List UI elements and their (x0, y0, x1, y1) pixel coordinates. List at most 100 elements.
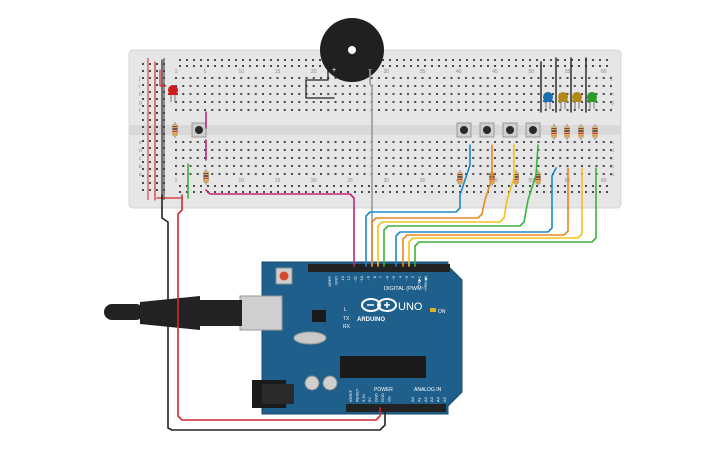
resistor-button-1[interactable] (457, 170, 463, 186)
column-label-bottom: 35 (420, 178, 426, 184)
column-label-top: 30 (383, 69, 389, 75)
crystal-oscillator (293, 331, 327, 345)
row-label: f (139, 108, 141, 114)
arduino-model-text: UNO (398, 301, 423, 313)
column-label-top: 20 (311, 69, 317, 75)
column-label-bottom: 45 (492, 178, 498, 184)
wire-power-rail[interactable] (154, 61, 183, 201)
usb-cable-icon[interactable] (104, 295, 283, 331)
on-label: ON (438, 309, 446, 315)
power-jack-icon[interactable] (252, 380, 294, 408)
capacitor-2 (322, 375, 338, 391)
column-label-top: 10 (238, 69, 244, 75)
led-red[interactable] (168, 85, 178, 102)
led-blue[interactable] (543, 92, 553, 109)
usb-chip (312, 310, 326, 322)
analog-pin-label: A4 (436, 396, 441, 402)
row-label: d (139, 148, 142, 154)
digital-pin-label: ~5 (391, 275, 396, 280)
push-button-1[interactable] (456, 122, 472, 138)
column-label-top: 60 (601, 69, 607, 75)
push-button-3[interactable] (502, 122, 518, 138)
column-label-top: 1 (175, 69, 178, 75)
column-label-bottom: 1 (175, 178, 178, 184)
tx-label: TX (343, 316, 350, 322)
row-label: e (611, 140, 614, 146)
piezo-buzzer[interactable]: + − (320, 18, 384, 82)
reset-button-icon[interactable] (275, 267, 293, 285)
push-button-4[interactable] (525, 122, 541, 138)
resistor-led-4[interactable] (592, 124, 598, 140)
analog-pin-label: A1 (416, 396, 421, 402)
wire-button-4[interactable] (383, 144, 539, 267)
power-pin-label: 5V (367, 397, 372, 402)
infinity-logo-icon (361, 298, 397, 312)
digital-header-label: DIGITAL (PWM~) (384, 286, 427, 292)
wire-buzzer-signal[interactable] (369, 69, 373, 267)
digital-header (308, 264, 450, 272)
led-yellow-2[interactable] (572, 92, 582, 109)
analog-pin-label: A5 (442, 396, 447, 402)
push-button-left[interactable] (191, 122, 207, 138)
wire-led-red-power[interactable] (159, 69, 167, 87)
wire-button-to-pin[interactable] (205, 189, 355, 267)
column-label-top: 5 (204, 69, 207, 75)
digital-pin-label: GND (333, 276, 338, 285)
row-label: j (138, 76, 140, 82)
wire-button-2[interactable] (371, 144, 493, 267)
on-led (430, 308, 436, 312)
resistor-led-3[interactable] (578, 124, 584, 140)
power-analog-header (346, 404, 446, 412)
wire-gnd[interactable] (161, 194, 386, 431)
column-label-bottom: 60 (601, 178, 607, 184)
digital-pin-label: 2 (410, 275, 415, 278)
power-pin-label: 3.3V (361, 393, 366, 402)
wire-button-3[interactable] (377, 144, 515, 267)
digital-pin-label: 13 (340, 275, 345, 280)
wire-led-blue[interactable] (395, 167, 557, 267)
row-label: h (139, 92, 142, 98)
digital-pin-label: TX▶1 (417, 275, 422, 286)
resistor-led-2[interactable] (564, 124, 570, 140)
capacitor-1 (304, 375, 320, 391)
wire-led-yellow-2[interactable] (408, 167, 583, 267)
resistor-button-left[interactable] (203, 169, 209, 185)
row-label: a (139, 172, 142, 178)
digital-pin-label: ~6 (385, 275, 390, 280)
push-button-2[interactable] (479, 122, 495, 138)
column-label-bottom: 30 (383, 178, 389, 184)
rx-label: RX (343, 324, 351, 330)
resistor-led-1[interactable] (551, 124, 557, 140)
row-label: i (139, 84, 140, 90)
digital-pin-label: 4 (397, 275, 402, 278)
row-label: d (611, 148, 614, 154)
analog-pin-label: A3 (429, 396, 434, 402)
digital-pin-label: 12 (346, 275, 351, 280)
resistor-led-red[interactable] (172, 122, 178, 138)
power-pin-label: Vin (386, 396, 391, 402)
wire-button-1[interactable] (365, 144, 471, 267)
digital-pin-label: 7 (378, 275, 383, 278)
wire-led-yellow-1[interactable] (402, 167, 569, 267)
digital-pin-label: ~11 (353, 275, 358, 282)
analog-pin-label: A2 (423, 396, 428, 402)
arduino-uno-board[interactable]: ARDUINO UNO DIGITAL (PWM~) POWER ANALOG … (261, 261, 463, 415)
wire-5v[interactable] (177, 194, 381, 421)
power-pin-label: GND (374, 393, 379, 402)
digital-pin-label: ~3 (404, 275, 409, 280)
row-label: g (611, 100, 614, 106)
column-label-top: 55 (565, 69, 571, 75)
power-pin-label: GND (380, 393, 385, 402)
row-label: b (611, 164, 614, 170)
row-label: j (610, 76, 612, 82)
buzzer-plus-label: + (332, 67, 336, 74)
row-label: c (139, 156, 142, 162)
wire-led-green[interactable] (414, 167, 597, 267)
led-yellow-1[interactable] (558, 92, 568, 109)
wire-buzzer-ground[interactable] (305, 69, 335, 99)
digital-pin-label: AREF (327, 275, 332, 286)
wires (154, 57, 597, 431)
led-green[interactable] (587, 92, 597, 109)
